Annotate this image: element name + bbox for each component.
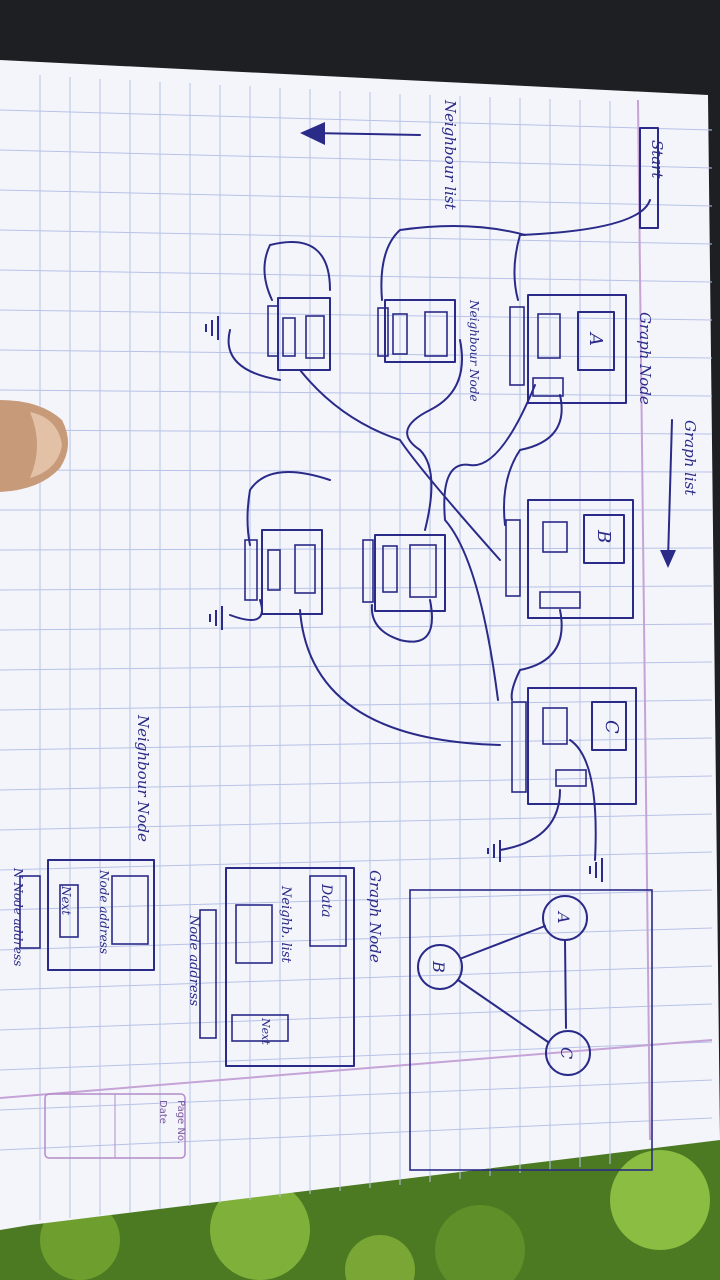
graph-node-b: B bbox=[505, 499, 634, 619]
legend-gn-neighb-list: Neighb. list bbox=[278, 885, 293, 963]
neighbour-list-label: Neighbour list bbox=[441, 99, 459, 211]
finger bbox=[0, 400, 69, 492]
legend-nn-n-node-address: N Node address bbox=[11, 867, 25, 966]
legend-graph-node: Graph Node Data Neighb. list Next Node a… bbox=[186, 867, 384, 1067]
neighbour-node-a2 bbox=[267, 297, 331, 371]
stamp-date: Date bbox=[157, 1100, 168, 1124]
null-ground-symbols bbox=[205, 316, 603, 882]
node-a-label: A bbox=[585, 331, 606, 346]
graph-sketch: A B C bbox=[409, 889, 653, 1171]
neighbour-list-arrow: Neighbour list bbox=[300, 99, 459, 211]
start-label: Start bbox=[648, 140, 666, 179]
neighbour-node-b1 bbox=[362, 534, 446, 612]
legend-neighbour-node: Neighbour Node Node address Next N Node … bbox=[11, 714, 155, 971]
start-box: Start bbox=[639, 127, 666, 229]
node-c-label: C bbox=[601, 720, 622, 734]
graph-list-arrow: Graph list bbox=[660, 419, 699, 568]
neighbour-node-a1 bbox=[377, 299, 456, 363]
legend-nn-node-address: Node address bbox=[97, 869, 111, 954]
legend-graph-node-title: Graph Node bbox=[366, 870, 384, 963]
legend-neighbour-node-title: Neighbour Node bbox=[134, 714, 152, 842]
sketch-node-b: B bbox=[429, 960, 448, 973]
legend-gn-next: Next bbox=[259, 1017, 272, 1045]
legend-gn-node-address: Node address bbox=[186, 914, 201, 1006]
graph-list-label: Graph list bbox=[681, 420, 699, 496]
legend-gn-data: Data bbox=[318, 883, 334, 918]
node-b-label: B bbox=[593, 529, 614, 543]
notebook-stamp: Page No. Date bbox=[44, 1093, 186, 1159]
sketch-node-c: C bbox=[557, 1047, 576, 1059]
graph-node-a: A bbox=[509, 294, 627, 404]
neighbour-node-b2 bbox=[244, 529, 323, 615]
neighbour-node-inline-label: Neighbour Node bbox=[467, 299, 481, 402]
stamp-page-no: Page No. bbox=[175, 1100, 186, 1144]
notebook-page bbox=[0, 60, 720, 1230]
legend-nn-next: Next bbox=[59, 885, 73, 915]
graph-node-c: C bbox=[511, 687, 637, 805]
graph-node-label: Graph Node bbox=[636, 312, 654, 405]
diagram-connectors bbox=[227, 199, 651, 861]
sketch-node-a: A bbox=[554, 910, 573, 924]
